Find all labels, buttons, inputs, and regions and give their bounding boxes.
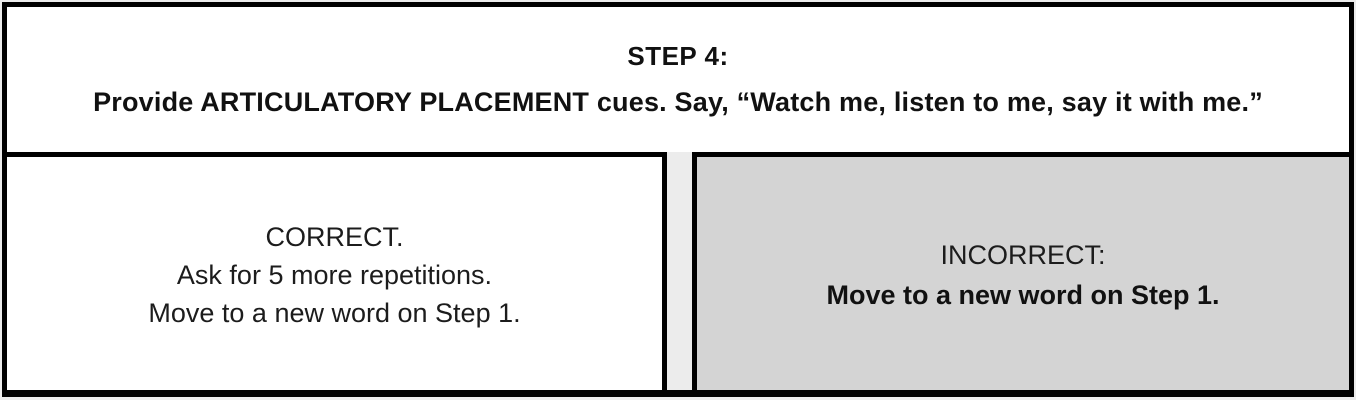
step-title: STEP 4: xyxy=(627,41,729,71)
incorrect-label: INCORRECT: xyxy=(940,239,1106,270)
correct-action-line-2: Move to a new word on Step 1. xyxy=(148,297,521,328)
incorrect-outcome-box: INCORRECT: Move to a new word on Step 1. xyxy=(692,152,1354,397)
incorrect-action-line: Move to a new word on Step 1. xyxy=(826,279,1220,310)
step-instruction: Provide ARTICULATORY PLACEMENT cues. Say… xyxy=(93,87,1263,117)
correct-action-line-1: Ask for 5 more repetitions. xyxy=(176,259,493,290)
figure-bottom-border xyxy=(2,390,1354,397)
correct-label: CORRECT. xyxy=(265,221,404,252)
correct-outcome-box: CORRECT. Ask for 5 more repetitions. Mov… xyxy=(2,152,667,397)
step-header-box: STEP 4: Provide ARTICULATORY PLACEMENT c… xyxy=(2,2,1354,152)
